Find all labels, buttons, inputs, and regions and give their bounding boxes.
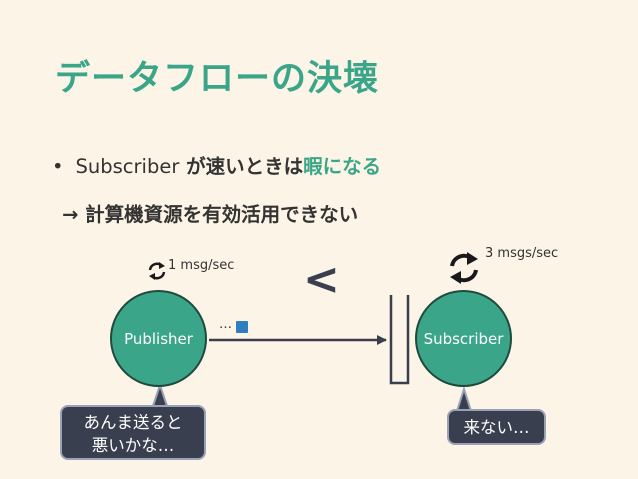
refresh-icon — [148, 262, 166, 280]
subscriber-bubble-tail — [455, 385, 473, 412]
slide-title: データフローの決壊 — [55, 59, 380, 99]
consequence-line: → 計算機資源を有効活用できない — [62, 203, 359, 226]
publisher-bubble-tail — [151, 381, 169, 407]
bullet-line: • Subscriber が速いときは暇になる — [52, 150, 381, 179]
bullet-subject: Subscriber — [75, 155, 180, 178]
publisher-node: Publisher — [110, 290, 207, 387]
publisher-bubble-line-2: 悪いかな… — [91, 436, 175, 455]
bullet-marker: • — [52, 155, 64, 178]
subscriber-bubble-text: 来ない… — [463, 418, 530, 437]
comparison-symbol: < — [303, 254, 340, 305]
subscriber-label: Subscriber — [423, 329, 504, 348]
message-square — [236, 321, 248, 333]
publisher-speech-bubble: あんま送ると 悪いかな… — [60, 405, 206, 460]
subscriber-node: Subscriber — [415, 290, 512, 387]
publisher-label: Publisher — [124, 329, 193, 348]
bullet-accent: 暇になる — [303, 155, 382, 178]
queue-ellipsis: … — [219, 317, 232, 332]
queue-buffer — [389, 295, 410, 385]
subscriber-rate: 3 msgs/sec — [485, 246, 559, 261]
refresh-icon — [450, 252, 478, 284]
subscriber-speech-bubble: 来ない… — [447, 409, 546, 445]
publisher-bubble-line-1: あんま送ると — [83, 413, 183, 432]
bullet-condition: が速いときは — [179, 155, 304, 178]
publisher-rate: 1 msg/sec — [168, 258, 235, 273]
